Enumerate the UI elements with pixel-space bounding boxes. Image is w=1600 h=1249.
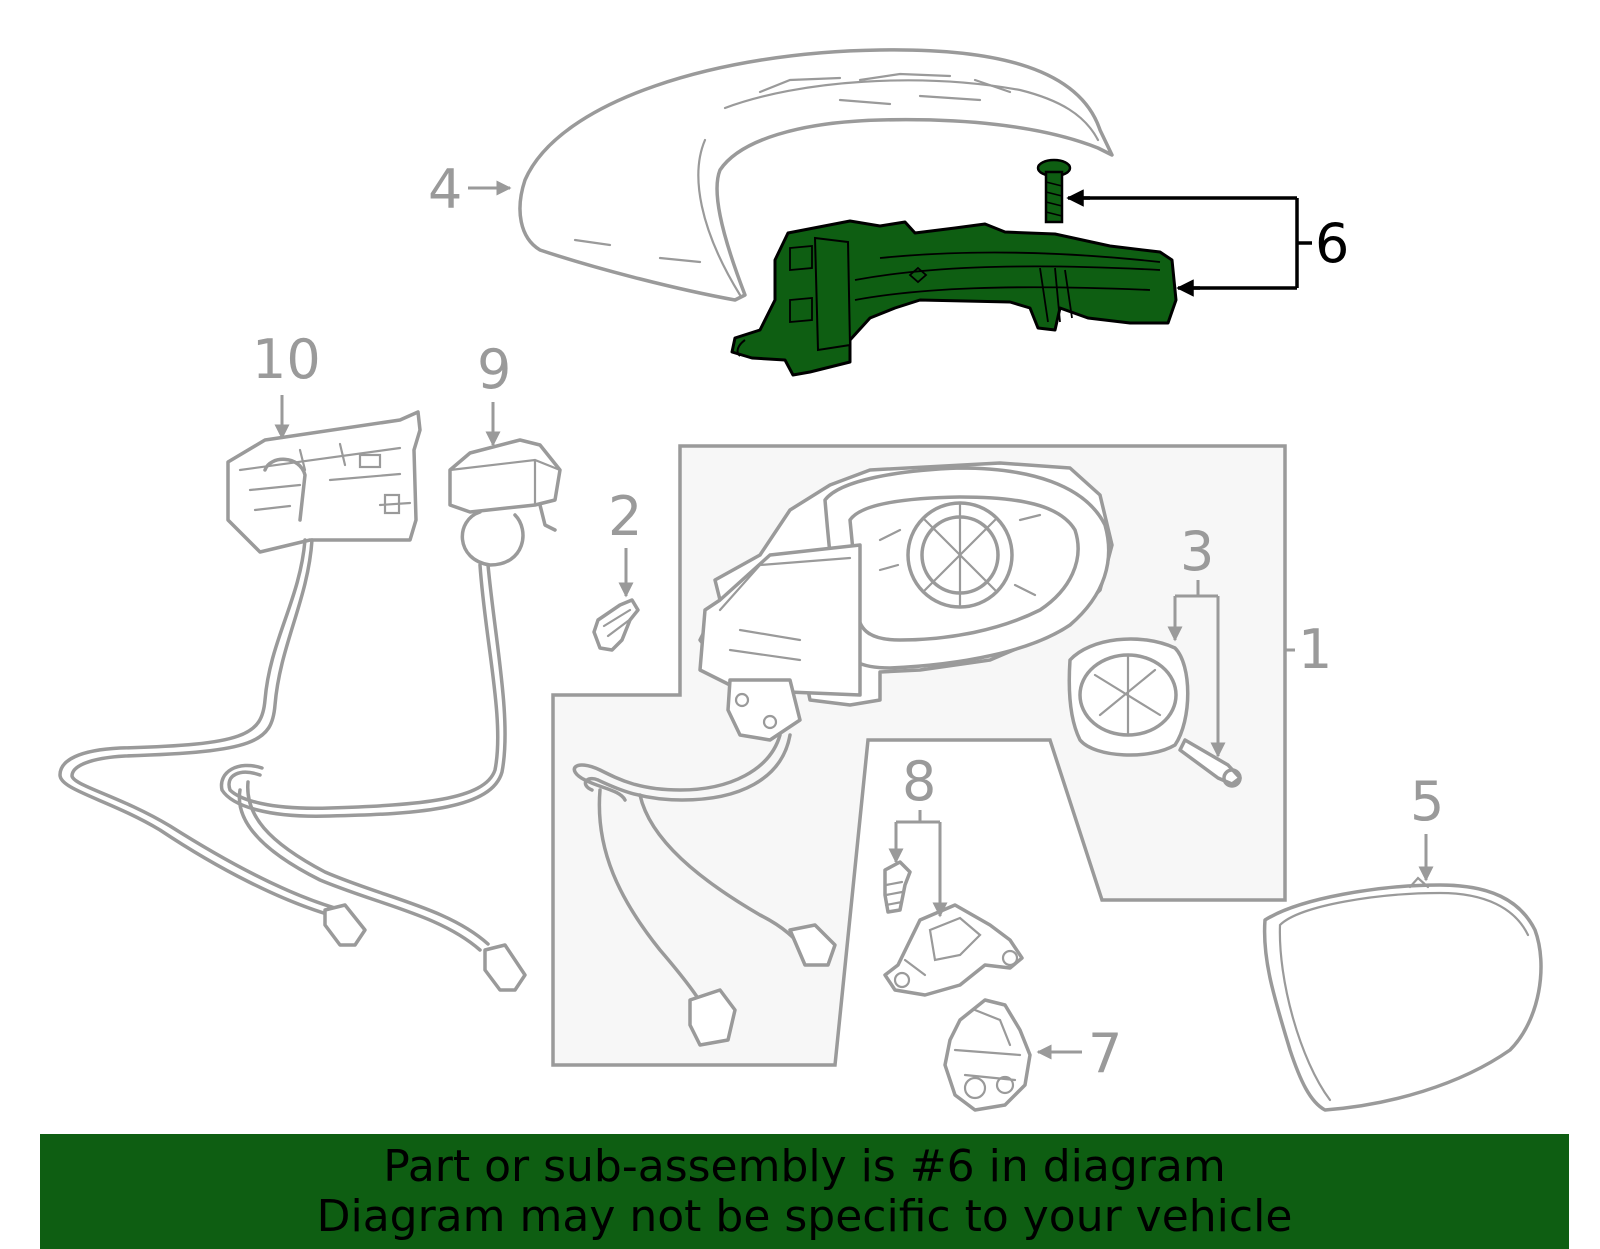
callout-5: 5: [1410, 770, 1444, 833]
module-part-9: [448, 438, 562, 567]
banner-line-2: Diagram may not be specific to your vehi…: [316, 1190, 1293, 1242]
info-banner: Part or sub-assembly is #6 in diagram Di…: [40, 1134, 1569, 1249]
callout-2: 2: [608, 485, 642, 548]
mirror-glass-part-5: [1262, 876, 1543, 1112]
control-module-part-10: [226, 410, 422, 554]
callout-10: 10: [252, 328, 321, 391]
mirror-assembly-part-1: [572, 461, 1114, 1047]
screw-part-6: [1036, 158, 1072, 224]
callout-6: 6: [1315, 212, 1349, 275]
actuator-part-3: [1067, 637, 1242, 788]
callout-1: 1: [1298, 618, 1332, 681]
wiring-harness: [58, 538, 527, 992]
callout-8: 8: [902, 750, 936, 813]
callout-9: 9: [477, 338, 511, 401]
callout-7: 7: [1088, 1022, 1122, 1085]
banner-line-1: Part or sub-assembly is #6 in diagram: [383, 1140, 1226, 1192]
leader-lines: [274, 180, 1434, 1060]
bracket-part-8: [883, 860, 1024, 997]
mirror-cover-part-4: [518, 48, 1114, 302]
motor-part-7: [943, 998, 1032, 1112]
screw-part-2: [592, 598, 640, 652]
turn-signal-part-6: [730, 219, 1178, 377]
callout-3: 3: [1180, 520, 1214, 583]
callout-4: 4: [428, 158, 462, 221]
